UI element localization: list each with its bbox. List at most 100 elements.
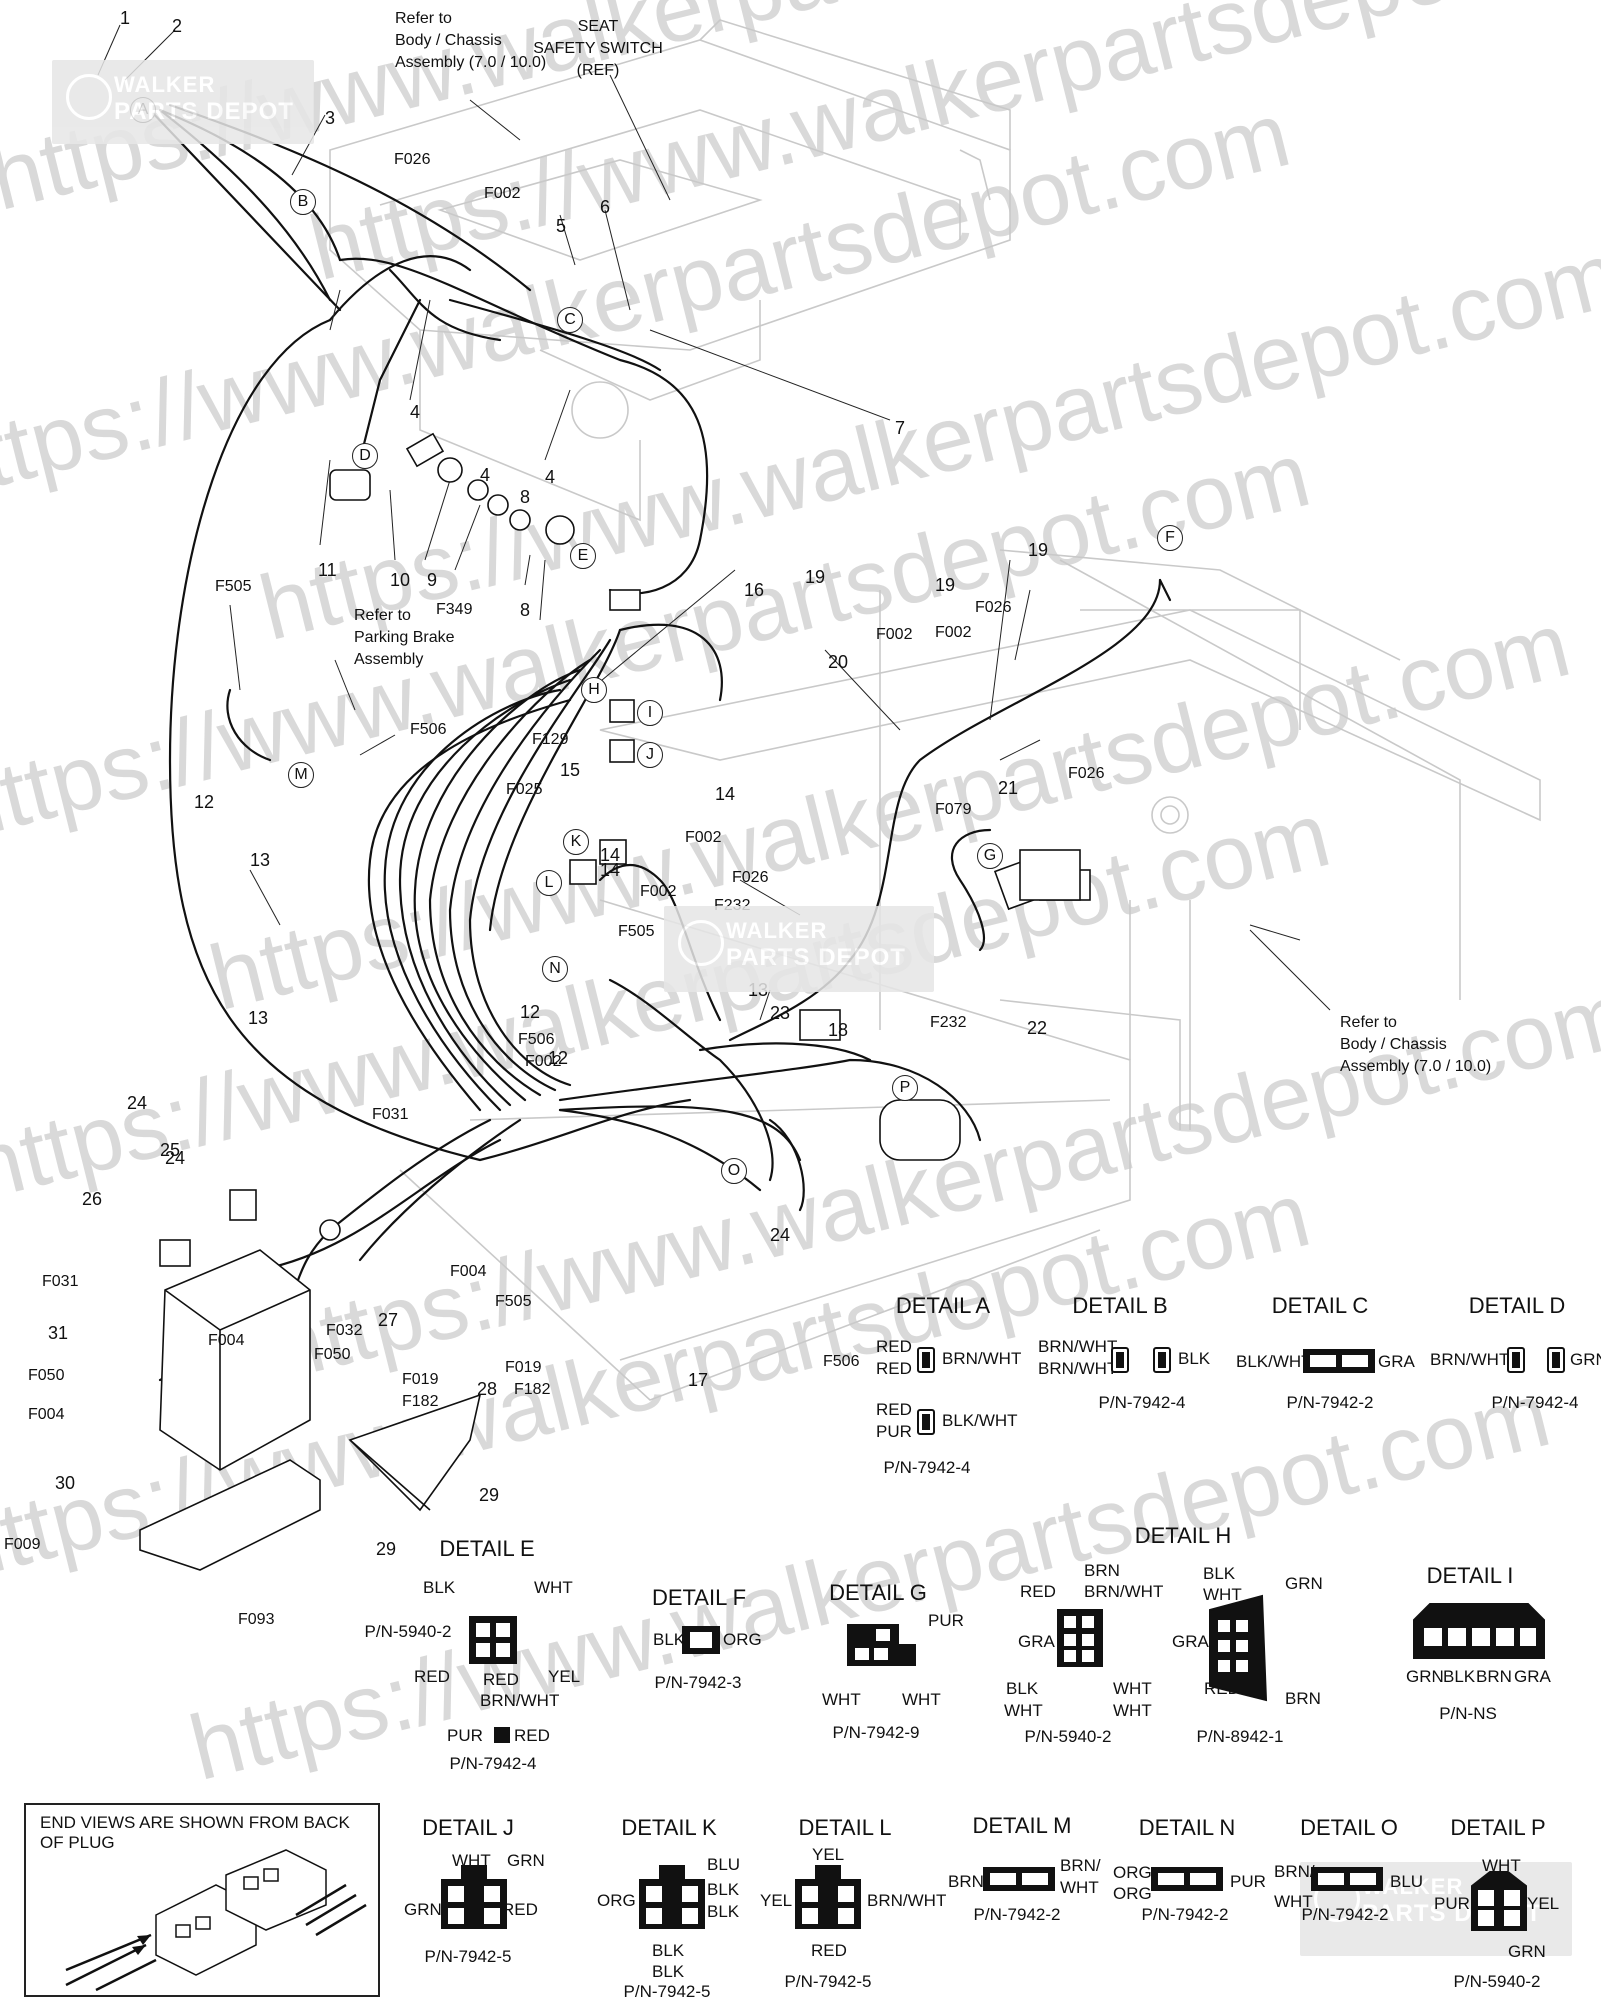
part-number-label: 16: [744, 580, 765, 600]
fastener-label: F505: [215, 578, 252, 595]
part-number-label: 27: [378, 1310, 399, 1330]
detail-f-wire: BLK: [653, 1630, 686, 1649]
part-number-label: 4: [480, 465, 491, 485]
fastener-label: F505: [618, 923, 655, 940]
part-number-label: 13: [248, 1008, 269, 1028]
detail-a-wire: RED: [876, 1400, 912, 1419]
ref-parking-brake: Refer to Parking Brake Assembly: [354, 607, 455, 668]
fastener-label: F025: [506, 781, 543, 798]
detail-h-wire: GRN: [1285, 1574, 1323, 1593]
walker-logo-top: WALKER PARTS DEPOT: [52, 60, 314, 144]
part-number-label: 31: [48, 1323, 69, 1343]
part-number-label: 15: [560, 760, 581, 780]
detail-j-wire: RED: [502, 1900, 538, 1919]
detail-m-wire: BRN/: [1060, 1856, 1101, 1875]
detail-n-title: DETAIL N: [1138, 1815, 1236, 1840]
fastener-label: F232: [930, 1014, 967, 1031]
detail-b-part-number: P/N-7942-4: [1098, 1393, 1186, 1412]
fastener-label: F182: [514, 1381, 551, 1398]
part-number-label: 6: [600, 197, 611, 217]
detail-h-wire: GRA: [1018, 1632, 1055, 1651]
detail-h-title: DETAIL H: [1134, 1523, 1232, 1548]
fastener-label: F505: [495, 1293, 532, 1310]
part-number-label: 11: [318, 560, 337, 580]
detail-a-wire: RED: [876, 1337, 912, 1356]
detail-n-wire: ORG: [1113, 1863, 1152, 1882]
part-number-label: 23: [770, 1003, 791, 1023]
part-number-label: 21: [998, 778, 1019, 798]
part-number-label: 14: [715, 784, 736, 804]
detail-j-wire: GRN: [507, 1851, 545, 1870]
fastener-label: F004: [450, 1263, 487, 1280]
part-number-label: 29: [479, 1485, 500, 1505]
fastener-label: F182: [402, 1393, 439, 1410]
part-number-label: 18: [828, 1020, 849, 1040]
detail-b-wire: BRN/WHT: [1038, 1337, 1118, 1356]
detail-h-wire: RED: [1020, 1582, 1056, 1601]
detail-l-wire: YEL: [812, 1845, 845, 1864]
part-number-label: 10: [390, 570, 411, 590]
detail-j-part-number: P/N-7942-5: [424, 1947, 512, 1966]
detail-d-title: DETAIL D: [1468, 1293, 1566, 1318]
detail-a-wire: BRN/WHT: [942, 1349, 1022, 1368]
detail-a-wire: BLK/WHT: [942, 1411, 1018, 1430]
detail-d-part-number: P/N-7942-4: [1491, 1393, 1579, 1412]
logo-text-line2: PARTS DEPOT: [114, 98, 294, 125]
detail-b-wire: BRN/WHT: [1038, 1359, 1118, 1378]
detail-k-wire: BLK: [652, 1941, 685, 1960]
part-number-label: 19: [935, 575, 956, 595]
fastener-label: F026: [732, 869, 769, 886]
detail-h-wire: BRN/WHT: [1084, 1582, 1164, 1601]
part-number-label: 24: [165, 1148, 186, 1168]
callout-l: L: [536, 870, 562, 896]
detail-f-title: DETAIL F: [651, 1585, 747, 1610]
detail-j-title: DETAIL J: [422, 1815, 514, 1840]
detail-o-wire: BLU: [1390, 1872, 1424, 1891]
walker-logo-center: WALKER PARTS DEPOT: [664, 906, 934, 992]
detail-g-part-number: P/N-7942-9: [832, 1723, 920, 1742]
part-number-label: 25: [160, 1140, 181, 1160]
detail-p-wire: PUR: [1434, 1894, 1470, 1913]
part-number-label: 26: [82, 1189, 103, 1209]
detail-e-wire: WHT: [534, 1578, 573, 1597]
callout-g: G: [977, 843, 1003, 869]
detail-k-wire: ORG: [597, 1891, 636, 1910]
part-number-label: 12: [520, 1002, 541, 1022]
part-number-label: 1: [120, 8, 131, 28]
detail-o-wire: WHT: [1274, 1892, 1313, 1911]
detail-m-title: DETAIL M: [972, 1813, 1072, 1838]
fastener-label: F026: [1068, 765, 1105, 782]
detail-d-wire: BRN/WHT: [1430, 1350, 1510, 1369]
fastener-label: F079: [935, 801, 972, 818]
fastener-label: F019: [402, 1371, 439, 1388]
detail-p-wire: GRN: [1508, 1942, 1546, 1961]
detail-i-wire: GRN: [1406, 1667, 1444, 1686]
fastener-label: F349: [436, 601, 473, 618]
callout-i: I: [637, 700, 663, 726]
detail-e-wire: BLK: [423, 1578, 456, 1597]
detail-i-wire: GRA: [1514, 1667, 1551, 1686]
detail-l-wire: YEL: [760, 1891, 793, 1910]
detail-n-part-number: P/N-7942-2: [1141, 1905, 1229, 1924]
part-number-label: 28: [477, 1379, 498, 1399]
detail-e-part-number: P/N-7942-4: [449, 1754, 537, 1773]
logo-text-line2: PARTS DEPOT: [726, 944, 906, 971]
fastener-label: F009: [4, 1536, 41, 1553]
detail-i-wire: BLK: [1443, 1667, 1476, 1686]
fastener-label: F093: [238, 1611, 275, 1628]
detail-h-wire: WHT: [1113, 1701, 1152, 1720]
logo-text-line1: WALKER: [726, 918, 828, 943]
detail-l-wire: RED: [811, 1941, 847, 1960]
detail-i-wire: BRN: [1476, 1667, 1512, 1686]
callout-j: J: [637, 742, 663, 768]
detail-e-wire: RED: [414, 1667, 450, 1686]
end-view-note: END VIEWS ARE SHOWN FROM BACK OF PLUG: [40, 1813, 350, 1852]
detail-h-wire: WHT: [1004, 1701, 1043, 1720]
detail-c-title: DETAIL C: [1271, 1293, 1369, 1318]
detail-g-title: DETAIL G: [829, 1580, 927, 1605]
detail-a-wire: PUR: [876, 1422, 912, 1441]
detail-p-part-number: P/N-5940-2: [1453, 1972, 1541, 1991]
fastener-label: F002: [640, 883, 677, 900]
